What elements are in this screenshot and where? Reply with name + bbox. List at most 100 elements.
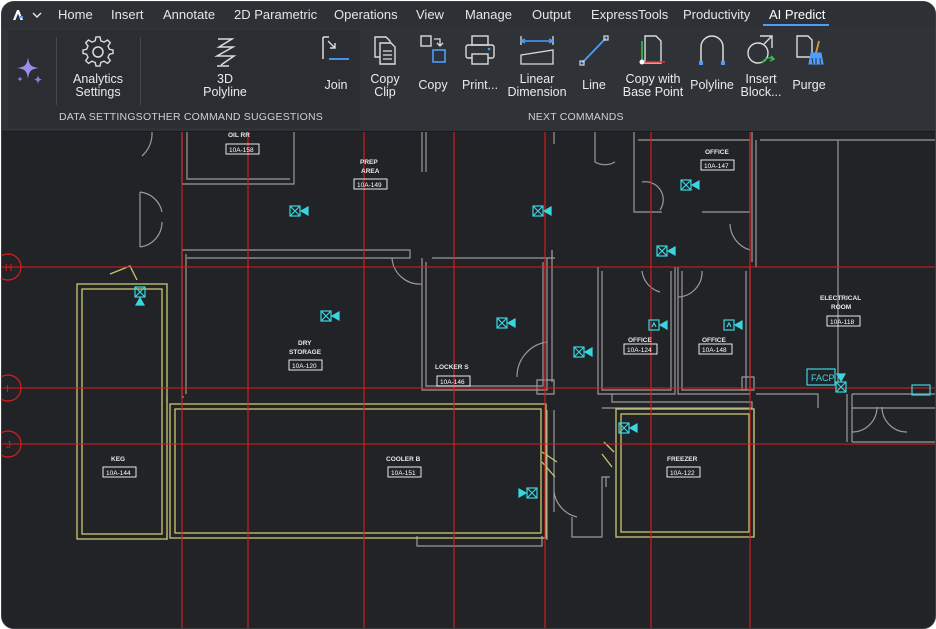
analytics-settings-button[interactable]: Analytics Settings [64,35,132,103]
copy-clip-label-line1: Copy [370,72,400,86]
grid-bubble-j[interactable]: J [2,430,22,458]
room-office-a[interactable]: OFFICE 10A-124 [623,337,658,355]
insert-block-button[interactable]: Insert Block... [738,33,784,101]
room-cooler-b[interactable]: COOLER B 10A-151 [386,456,422,478]
menu-bar: Home Insert Annotate 2D Parametric Opera… [2,2,935,27]
copy-clip-icon [374,36,396,65]
room-tag: 10A-118 [830,319,854,326]
room-name: OIL RR [228,132,250,139]
room-freezer[interactable]: FREEZER 10A-122 [666,456,701,478]
camera-icon[interactable] [618,422,638,434]
linear-dimension-button[interactable]: Linear Dimension [506,33,568,101]
room-name: PREP [360,159,378,166]
room-electrical[interactable]: ELECTRICAL ROOM 10A-118 [820,295,861,327]
room-tag: 10A-120 [292,363,317,370]
join-label: Join [324,78,348,92]
grid-label-i: I [6,384,9,395]
analytics-label-line2: Settings [75,85,121,99]
structural-grid-lines [2,132,935,628]
insert-block-label-line2: Block... [740,85,782,99]
grid-label-h: H [5,263,12,274]
copy-base-point-label-line2: Base Point [622,85,684,99]
tab-view[interactable]: View [416,7,444,22]
chevron-down-icon[interactable] [32,10,42,20]
camera-icon[interactable] [289,205,309,217]
grid-bubble-h[interactable]: H [2,253,22,281]
other-suggestions-section-label: OTHER COMMAND SUGGESTIONS [143,111,324,123]
copy-with-base-point-button[interactable]: Copy with Base Point [616,33,690,101]
purge-button[interactable]: Purge [788,33,830,101]
linear-dimension-icon [520,36,554,65]
camera-icon[interactable] [496,317,516,329]
drawing-canvas[interactable]: H I J [2,131,935,628]
copy-button[interactable]: Copy [412,33,454,101]
purge-broom-icon [796,35,824,65]
camera-icon[interactable] [573,346,593,358]
device-icon[interactable] [911,384,931,396]
room-tag: 10A-146 [440,379,465,386]
camera-icon[interactable] [134,286,146,306]
tab-expresstools[interactable]: ExpressTools [591,7,669,22]
copy-label: Copy [418,78,448,92]
tab-operations[interactable]: Operations [334,7,398,22]
floor-plan-drawing[interactable]: H I J [2,131,935,628]
camera-icon[interactable] [680,179,700,191]
linear-dimension-label-line1: Linear [519,72,555,86]
tab-2d-parametric[interactable]: 2D Parametric [234,7,318,22]
line-button[interactable]: Line [574,33,614,101]
polyline-button[interactable]: Polyline [688,33,736,101]
camera-icon[interactable] [532,205,552,217]
room-tag: 10A-149 [357,182,382,189]
camera-icon[interactable] [518,487,538,499]
next-commands-section-label: NEXT COMMANDS [528,111,624,123]
tab-productivity[interactable]: Productivity [683,7,751,22]
3d-polyline-label-line2: Polyline [203,85,247,99]
data-settings-section-label: DATA SETTINGS [59,111,143,123]
grid-bubble-i[interactable]: I [2,374,22,402]
camera-icon[interactable] [320,310,340,322]
3d-polyline-button[interactable]: 3D Polyline [192,35,258,103]
grid-label-j: J [6,440,11,451]
facp-panel[interactable]: FACP [806,368,836,386]
app-logo-icon[interactable] [10,7,26,23]
tab-home[interactable]: Home [58,7,93,22]
room-oil[interactable]: OIL RR 10A-158 [225,132,260,155]
room-tag: 10A-148 [702,347,727,354]
sensor-icon[interactable] [648,319,668,331]
tab-annotate[interactable]: Annotate [163,7,216,22]
cold-room-walls [76,265,755,540]
camera-icon[interactable] [835,373,847,393]
room-office-top[interactable]: OFFICE 10A-147 [700,149,735,171]
print-button[interactable]: Print... [458,33,502,101]
3d-polyline-label-line1: 3D [217,72,233,86]
camera-icon[interactable] [656,245,676,257]
room-name: KEG [111,456,125,463]
sensor-icon[interactable] [723,319,743,331]
tab-insert[interactable]: Insert [111,7,144,22]
copy-base-point-icon [639,35,665,65]
join-icon [322,36,349,60]
tab-manage[interactable]: Manage [465,7,512,22]
room-lockers[interactable]: LOCKER S 10A-146 [435,364,471,387]
line-icon [579,35,609,66]
room-name: ROOM [831,304,851,311]
floor-plan-walls [139,131,935,547]
analytics-label-line1: Analytics [72,72,124,86]
tab-ai-predict[interactable]: AI Predict [769,7,826,22]
security-devices [134,179,931,499]
active-tab-indicator [763,24,829,26]
copy-clip-button[interactable]: Copy Clip [364,33,406,101]
room-dry-storage[interactable]: DRY STORAGE 10A-120 [288,340,323,371]
copy-icon [420,35,446,63]
gear-icon [82,36,114,67]
join-button[interactable]: Join [314,33,358,101]
room-tag: 10A-158 [229,147,254,154]
room-tag: 10A-147 [704,163,729,170]
room-name: COOLER B [386,456,421,463]
tab-output[interactable]: Output [532,7,572,22]
room-prep-area[interactable]: PREP AREA 10A-149 [353,159,388,190]
room-keg[interactable]: KEG 10A-144 [102,456,137,478]
polyline-label: Polyline [690,78,734,92]
room-office-b[interactable]: OFFICE 10A-148 [698,337,733,355]
